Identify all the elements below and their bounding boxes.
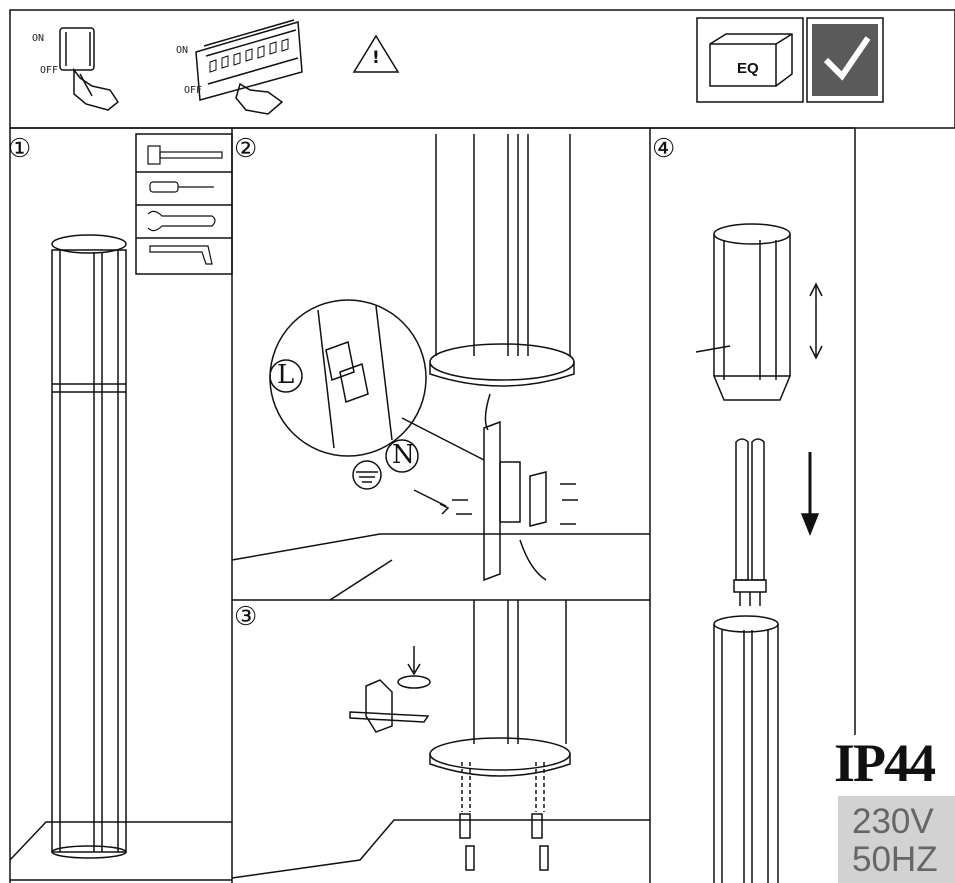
bollard-full-view bbox=[9, 234, 232, 861]
live-marker bbox=[269, 359, 303, 393]
rotate-arrow-icon bbox=[397, 646, 431, 689]
ip-rating: IP44 bbox=[834, 733, 936, 793]
anchor-bolts bbox=[459, 762, 549, 871]
earth-ground-icon bbox=[352, 460, 382, 490]
step-4-number: ④ bbox=[652, 134, 676, 164]
tools-box bbox=[135, 133, 233, 275]
single-switch-diagram bbox=[59, 27, 120, 111]
frequency-label: 50HZ bbox=[852, 840, 938, 879]
breaker-panel-diagram bbox=[195, 19, 303, 115]
column-base-upper bbox=[429, 134, 575, 387]
hex-key-icon bbox=[149, 245, 213, 265]
voltage-label: 230V bbox=[852, 802, 934, 841]
voltage-badge bbox=[838, 796, 955, 883]
step-2-number: ② bbox=[234, 134, 258, 164]
lamp-cage bbox=[695, 223, 792, 401]
uv-tube-lamp bbox=[733, 438, 767, 606]
screwdriver-icon bbox=[149, 181, 214, 193]
step-3-number: ③ bbox=[234, 602, 258, 632]
eq-badge bbox=[696, 17, 804, 103]
switch-on-label: ON bbox=[32, 33, 45, 44]
column-base-lower bbox=[429, 600, 571, 777]
panel-on-label: ON bbox=[176, 45, 189, 56]
checkmark-icon bbox=[806, 17, 884, 103]
ground-surface-2 bbox=[231, 533, 650, 601]
hand-with-wrench-icon bbox=[349, 679, 430, 733]
ground-surface-3 bbox=[231, 819, 650, 879]
down-arrow-icon bbox=[800, 452, 820, 537]
step-1-number: ① bbox=[8, 134, 32, 164]
cable-tie-icon bbox=[147, 145, 223, 165]
switch-off-label: OFF bbox=[40, 65, 59, 76]
up-down-arrow-icon bbox=[809, 282, 823, 360]
neutral-label: N bbox=[392, 440, 415, 470]
junction-box bbox=[413, 393, 578, 582]
eq-label: EQ bbox=[737, 60, 759, 77]
neutral-marker bbox=[385, 439, 419, 473]
frame-lines bbox=[9, 9, 955, 883]
column-top bbox=[713, 615, 779, 883]
panel-off-label: OFF bbox=[184, 85, 203, 96]
warning-exclamation: ! bbox=[372, 48, 380, 68]
wrench-icon bbox=[147, 210, 216, 232]
warning-triangle-icon bbox=[352, 34, 400, 73]
live-label: L bbox=[277, 360, 295, 390]
terminal-magnifier bbox=[269, 299, 485, 461]
